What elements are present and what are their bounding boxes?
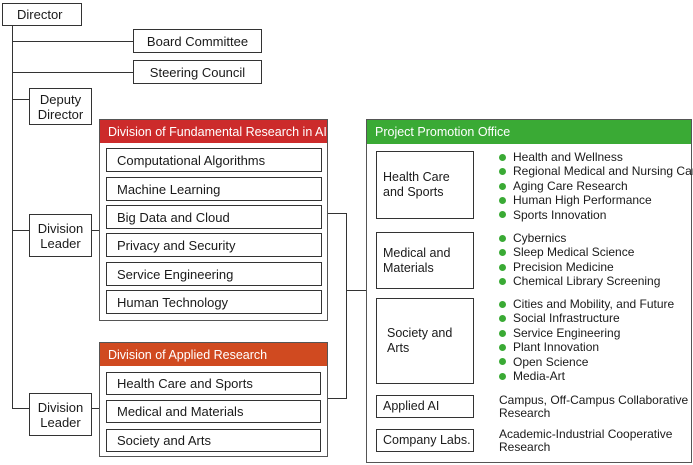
applied-division-header: Division of Applied Research	[100, 343, 327, 366]
applied-item: Medical and Materials	[106, 400, 321, 423]
deputy-director-box: Deputy Director	[29, 88, 92, 125]
applied-ai-note: Campus, Off-Campus Collaborative Researc…	[499, 393, 689, 420]
bullet-dot-icon	[499, 211, 506, 219]
fundamental-division-header: Division of Fundamental Research in AI	[100, 120, 327, 143]
ppo-title: Project Promotion Office	[375, 125, 511, 139]
applied-division-title: Division of Applied Research	[108, 347, 268, 362]
ppo-group-label: Health Care and Sports	[383, 170, 450, 199]
bullet-dot-icon	[499, 153, 506, 161]
connector-steering	[12, 72, 133, 73]
bullet-dot-icon	[499, 234, 506, 242]
fundamental-item-label: Service Engineering	[117, 266, 234, 282]
bullet-dot-icon	[499, 315, 506, 323]
ppo-group-label: Society and Arts	[387, 326, 453, 355]
list-item: Chemical Library Screening	[499, 274, 660, 288]
list-item: Aging Care Research	[499, 179, 693, 193]
list-item: Cities and Mobility, and Future	[499, 297, 674, 311]
ppo-group-health: Health Care and Sports	[376, 151, 474, 219]
bullet-dot-icon	[499, 343, 506, 351]
list-item: Health and Wellness	[499, 150, 693, 164]
bullet-dot-icon	[499, 300, 506, 308]
connector-leader1-panel	[92, 230, 99, 231]
director-label: Director	[17, 7, 63, 22]
division-leader-label-1: Division Leader	[37, 220, 84, 251]
connector-to-ppo	[346, 290, 366, 291]
list-item: Human High Performance	[499, 193, 693, 207]
connector-leader-1	[12, 230, 29, 231]
list-item: Cybernics	[499, 231, 660, 245]
list-item: Sports Innovation	[499, 208, 693, 222]
fundamental-item: Service Engineering	[106, 262, 322, 286]
fundamental-item: Computational Algorithms	[106, 148, 322, 172]
ppo-group-label: Medical and Materials	[383, 245, 451, 275]
fundamental-item: Big Data and Cloud	[106, 205, 322, 229]
ppo-group-medical-list: Cybernics Sleep Medical Science Precisio…	[499, 231, 660, 289]
list-item: Service Engineering	[499, 326, 674, 340]
bullet-dot-icon	[499, 249, 506, 257]
fundamental-item: Human Technology	[106, 290, 322, 314]
connector-leader2-panel	[92, 408, 99, 409]
fundamental-item: Machine Learning	[106, 177, 322, 201]
ppo-group-health-list: Health and Wellness Regional Medical and…	[499, 150, 693, 222]
connector-leader-2	[12, 408, 29, 409]
ppo-group-society-list: Cities and Mobility, and Future Social I…	[499, 297, 674, 383]
list-item: Sleep Medical Science	[499, 245, 660, 259]
ppo-header: Project Promotion Office	[367, 120, 691, 144]
division-leader-box-2: Division Leader	[29, 393, 92, 436]
connector-deputy	[12, 99, 29, 100]
bullet-dot-icon	[499, 358, 506, 366]
bullet-dot-icon	[499, 168, 506, 176]
steering-council-box: Steering Council	[133, 60, 262, 84]
board-committee-box: Board Committee	[133, 29, 262, 53]
bullet-dot-icon	[499, 372, 506, 380]
applied-ai-box: Applied AI	[376, 395, 474, 418]
list-item: Precision Medicine	[499, 260, 660, 274]
board-committee-label: Board Committee	[146, 33, 249, 49]
applied-item-label: Society and Arts	[117, 433, 211, 448]
bullet-dot-icon	[499, 182, 506, 190]
steering-council-label: Steering Council	[149, 64, 246, 80]
company-labs-box: Company Labs.	[376, 429, 474, 452]
applied-item-label: Health Care and Sports	[117, 376, 253, 391]
bullet-dot-icon	[499, 263, 506, 271]
fundamental-item-label: Privacy and Security	[117, 237, 236, 253]
applied-ai-label: Applied AI	[383, 399, 440, 413]
fundamental-item-label: Computational Algorithms	[117, 152, 266, 168]
list-item: Plant Innovation	[499, 340, 674, 354]
deputy-director-label: Deputy Director	[37, 91, 84, 122]
list-item: Open Science	[499, 355, 674, 369]
applied-item: Society and Arts	[106, 429, 321, 452]
connector-fund-out	[327, 213, 347, 214]
fundamental-item-label: Human Technology	[117, 294, 229, 310]
fundamental-item-label: Big Data and Cloud	[117, 209, 230, 225]
fundamental-item-label: Machine Learning	[117, 181, 221, 197]
connector-board	[12, 41, 133, 42]
director-box: Director	[2, 3, 82, 26]
bullet-dot-icon	[499, 277, 506, 285]
division-leader-label-2: Division Leader	[37, 399, 84, 430]
company-labs-label: Company Labs.	[383, 433, 471, 447]
list-item: Media-Art	[499, 369, 674, 383]
applied-item: Health Care and Sports	[106, 372, 321, 395]
company-labs-note: Academic-Industrial Cooperative Research	[499, 427, 673, 454]
list-item: Social Infrastructure	[499, 311, 674, 325]
connector-applied-out	[327, 398, 347, 399]
bullet-dot-icon	[499, 329, 506, 337]
list-item: Regional Medical and Nursing Care	[499, 164, 693, 178]
ppo-group-society: Society and Arts	[376, 298, 474, 384]
bullet-dot-icon	[499, 196, 506, 204]
trunk-line	[12, 24, 13, 409]
applied-item-label: Medical and Materials	[117, 404, 244, 419]
connector-vertical	[346, 213, 347, 399]
division-leader-box-1: Division Leader	[29, 214, 92, 257]
fundamental-item: Privacy and Security	[106, 233, 322, 257]
ppo-group-medical: Medical and Materials	[376, 232, 474, 289]
fundamental-division-title: Division of Fundamental Research in AI	[108, 124, 327, 139]
